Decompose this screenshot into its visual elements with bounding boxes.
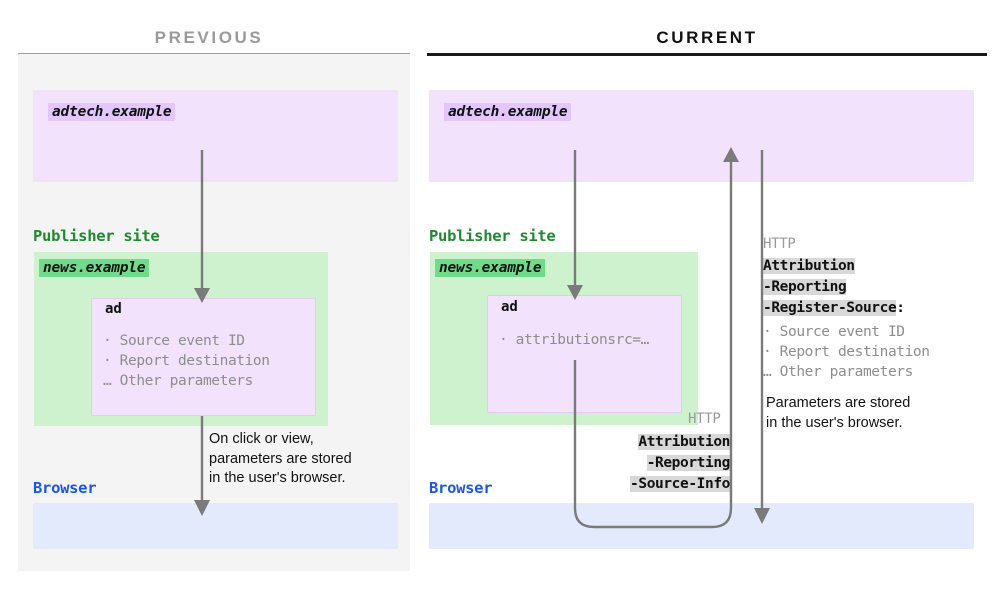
header-attribution-reporting-source-info: Attribution -Reporting -Source-Info — [568, 432, 730, 495]
note-previous: On click or view, parameters are stored … — [209, 431, 352, 486]
header-line-3: -Source-Info — [630, 476, 730, 492]
ad-parameters-current: · attributionsrc=… — [499, 332, 649, 348]
publisher-site-label-previous: Publisher site — [33, 227, 160, 245]
header-line-2: -Reporting — [763, 279, 847, 295]
header-line-2: -Reporting — [646, 455, 730, 471]
adtech-frame-previous: adtech.example — [33, 90, 398, 182]
ad-box-title-previous: ad — [105, 301, 122, 317]
browser-label-previous: Browser — [33, 479, 97, 497]
panel-previous: PREVIOUS adtech.example Publisher site n… — [0, 0, 418, 592]
browser-frame-current — [429, 503, 974, 549]
header-attribution-reporting-register-source: Attribution -Reporting -Register-Source: — [763, 256, 905, 319]
browser-label-current: Browser — [429, 479, 493, 497]
http-label-register-source: HTTP — [763, 236, 796, 252]
browser-frame-previous — [33, 503, 398, 549]
register-source-parameters: · Source event ID · Report destination …… — [763, 324, 930, 380]
http-label-source-info: HTTP — [688, 411, 721, 427]
news-domain-chip: news.example — [39, 259, 150, 277]
panel-current: CURRENT adtech.example Publisher site ne… — [418, 0, 996, 592]
panel-title-previous: PREVIOUS — [154, 28, 264, 47]
header-line-3: -Register-Source — [763, 300, 897, 316]
header-line-1: Attribution — [763, 258, 855, 274]
ad-box-title-current: ad — [501, 299, 518, 315]
panel-divider-current — [427, 53, 987, 56]
adtech-domain-chip: adtech.example — [444, 103, 572, 121]
adtech-domain-chip: adtech.example — [48, 103, 176, 121]
note-current: Parameters are stored in the user's brow… — [766, 395, 911, 431]
panel-title-current: CURRENT — [656, 28, 758, 47]
ad-box-previous — [91, 298, 316, 416]
header-colon: : — [896, 300, 905, 316]
adtech-frame-current: adtech.example — [429, 90, 974, 182]
ad-parameters-previous: · Source event ID · Report destination …… — [103, 333, 270, 389]
news-domain-chip: news.example — [435, 259, 546, 277]
publisher-site-label-current: Publisher site — [429, 227, 556, 245]
header-line-1: Attribution — [638, 434, 730, 450]
